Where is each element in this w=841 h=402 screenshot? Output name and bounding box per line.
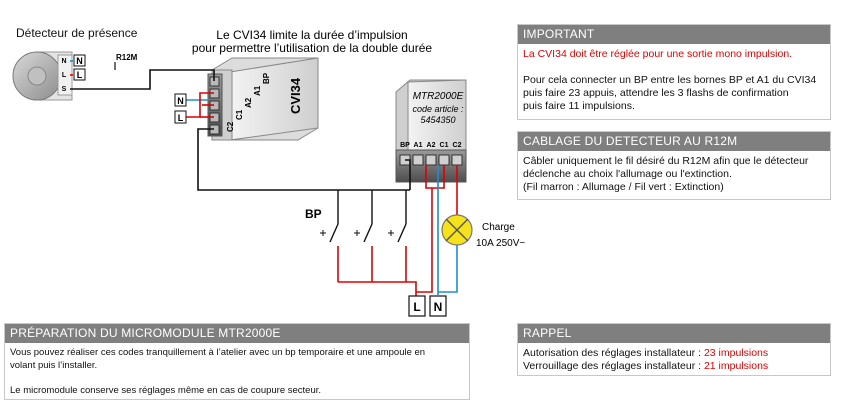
supply-n-label: N	[434, 300, 443, 314]
cvi34-terminal-bp: BP	[262, 72, 271, 84]
wire-lamp-neutral	[438, 244, 458, 293]
push-button-3-icon	[388, 190, 407, 282]
cvi34-terminal-c1: C1	[235, 109, 244, 120]
mtr-code-label: code article :	[412, 104, 464, 114]
wire-mtr-red	[425, 165, 445, 189]
cvi34-terminal-c2: C2	[226, 121, 235, 132]
mtr-terminal-a1: A1	[414, 142, 423, 149]
preparation-line-2: volant puis l’installer.	[10, 359, 98, 371]
cvi34-l-box-label: L	[178, 113, 184, 123]
wire-sensor-s	[70, 69, 188, 90]
push-button-2-icon	[354, 190, 373, 282]
important-title: IMPORTANT	[518, 25, 830, 44]
wire-mtr-bp	[405, 159, 411, 190]
cablage-line-1: Câbler uniquement le fil désiré du R12M …	[523, 155, 809, 167]
rappel-panel: RAPPEL Autorisation des réglages install…	[517, 323, 831, 376]
cvi34-caption-line2: pour permettre l’utilisation de la doubl…	[192, 41, 432, 55]
cvi34-terminal-a2: A2	[244, 97, 253, 108]
sensor-title: Détecteur de présence	[16, 26, 138, 40]
rappel-line-1-label: Autorisation des réglages installateur :	[523, 347, 704, 359]
important-panel: IMPORTANT La CVI34 doit être réglée pour…	[517, 24, 831, 120]
sensor-l-box-label: L	[77, 70, 83, 80]
important-line-2: puis faire 23 appuis, attendre les 3 fla…	[523, 87, 789, 99]
wire-cvi34-l	[186, 92, 214, 118]
charge-spec: 10A 250V~	[476, 238, 525, 249]
mtr-terminal-c1: C1	[440, 142, 449, 149]
charge-label: Charge	[482, 222, 515, 233]
r12m-label: R12M	[116, 53, 138, 62]
mtr-terminal-a2: A2	[427, 142, 436, 149]
cvi34-name: CVI34	[288, 77, 303, 114]
mtr-terminal-bp: BP	[400, 142, 410, 149]
cablage-panel: CABLAGE DU DETECTEUR AU R12M Câbler uniq…	[517, 131, 831, 200]
preparation-line-1: Vous pouvez réaliser ces codes tranquill…	[10, 347, 426, 358]
mtr-code: 5454350	[420, 115, 455, 125]
wire-mtr-red-down	[416, 188, 433, 293]
cvi34-l-box	[174, 110, 187, 124]
push-button-1-icon	[320, 190, 339, 282]
mtr-terminal-c2: C2	[453, 142, 462, 149]
sensor-l-box	[73, 68, 86, 81]
preparation-panel: PRÉPARATION DU MICROMODULE MTR2000E Vous…	[4, 323, 470, 400]
sensor-n-box	[73, 54, 86, 67]
supply-l-label: L	[413, 300, 420, 314]
sensor-terminal-s: S	[62, 86, 67, 93]
cvi34-n-box-label: N	[177, 96, 184, 106]
supply-l-box	[408, 295, 426, 317]
bp-label: BP	[305, 207, 322, 221]
mtr-name: MTR2000E	[413, 91, 464, 102]
rappel-line-1-value: 23 impulsions	[703, 347, 769, 359]
presence-sensor-icon	[12, 51, 73, 101]
cvi34-terminal-a1: A1	[253, 85, 262, 96]
cablage-line-3: (Fil marron : Allumage / Fil vert : Exti…	[523, 181, 724, 193]
rappel-line-2-value: 21 impulsions	[703, 360, 769, 372]
cvi34-module	[207, 57, 319, 141]
wire-bp-red-return	[338, 281, 417, 296]
cablage-line-2: déclenche au choix l'allumage ou l'extin…	[523, 168, 732, 180]
rappel-line-1: Autorisation des réglages installateur :…	[523, 347, 825, 360]
cvi34-n-box	[174, 93, 187, 107]
rappel-line-2: Verrouillage des réglages installateur :…	[523, 360, 825, 373]
cvi34-caption-line1: Le CVI34 limite la durée d’impulsion	[216, 28, 407, 42]
sensor-terminal-l: L	[62, 72, 67, 79]
rappel-title: RAPPEL	[518, 324, 830, 343]
wire-cvi34-in	[188, 69, 215, 81]
preparation-title: PRÉPARATION DU MICROMODULE MTR2000E	[5, 324, 469, 343]
cablage-title: CABLAGE DU DETECTEUR AU R12M	[518, 132, 830, 151]
important-line-3: puis faire 11 impulsions.	[523, 100, 635, 112]
wire-cvi34-out	[197, 128, 410, 191]
lamp-icon	[441, 214, 473, 246]
important-warning: La CVI34 doit être réglée pour une sorti…	[523, 48, 793, 60]
sensor-n-box-label: N	[76, 56, 83, 66]
preparation-line-3: Le micromodule conserve ses réglages mêm…	[10, 385, 322, 396]
rappel-line-2-label: Verrouillage des réglages installateur :	[523, 360, 704, 372]
important-line-1: Pour cela connecter un BP entre les born…	[523, 74, 817, 86]
sensor-terminal-n: N	[61, 58, 66, 65]
